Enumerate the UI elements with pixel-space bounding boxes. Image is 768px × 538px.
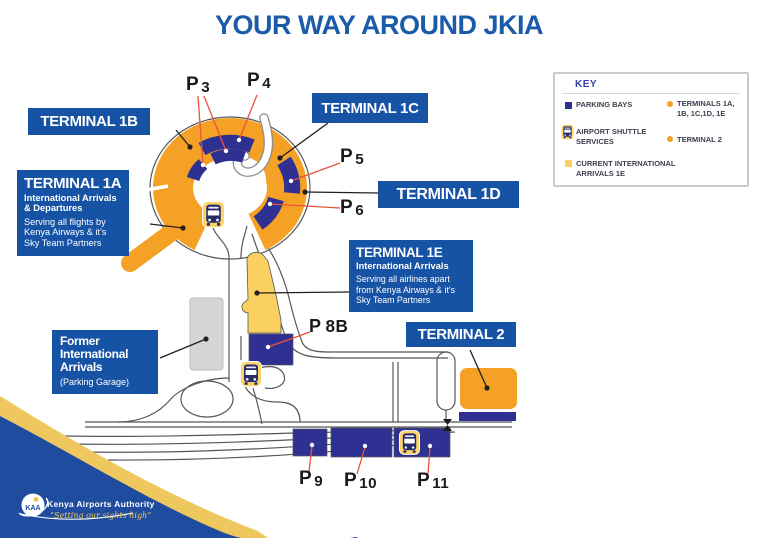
black-leader-dots — [180, 144, 490, 391]
black-leader-lines — [149, 122, 488, 389]
barrier-gate-icon — [443, 419, 452, 431]
parking-bays-swatch-icon — [565, 102, 572, 109]
parking-bay-p5-arc — [277, 156, 301, 194]
kaa-acronym: KAA — [25, 505, 40, 512]
terminals-dot-icon — [667, 101, 673, 107]
organization-name: Kenya Airports Authority — [47, 499, 155, 509]
terminal-1e-label: TERMINAL 1E International Arrivals Servi… — [349, 240, 473, 312]
parking-garage-building — [189, 297, 224, 371]
terminal-1c-label: TERMINAL 1C — [312, 93, 428, 123]
key-heading: KEY — [575, 79, 598, 90]
parking-lot-p10 — [330, 427, 393, 458]
terminal-2-dot-icon — [667, 136, 673, 142]
current-arrivals-swatch-icon — [565, 160, 572, 167]
parking-bay-p3b-arc — [210, 148, 246, 165]
key-item-terminals-1: TERMINALS 1A, 1B, 1C,1D, 1E — [677, 99, 735, 118]
terminal-1d-label: TERMINAL 1D — [378, 181, 519, 208]
shuttle-bus-icon — [399, 430, 420, 455]
key-item-current-international-arrivals: CURRENT INTERNATIONAL ARRIVALS 1E — [576, 159, 676, 178]
ring-spur — [121, 223, 181, 272]
page-title: YOUR WAY AROUND JKIA — [214, 10, 544, 40]
parking-bay-p4-arc — [198, 134, 255, 156]
shuttle-bus-icon — [240, 361, 262, 387]
kaa-logo: KAA — [18, 493, 134, 520]
parking-lot-p9 — [292, 428, 328, 457]
terminal-2-label: TERMINAL 2 — [406, 322, 516, 347]
key-item-parking-bays: PARKING BAYS — [576, 100, 633, 109]
parking-lot-p8b — [248, 333, 294, 366]
legend-key-box: KEY PARKING BAYS AIRPORT SHUTTLE SERVICE… — [553, 72, 749, 187]
terminal-2-parking — [459, 412, 516, 421]
organization-slogan: “Setting our sights high” — [50, 511, 152, 520]
shuttle-bus-icon — [561, 124, 574, 140]
parking-bay-p6-arc — [253, 196, 284, 230]
former-international-arrivals-label: Former International Arrivals (Parking G… — [52, 330, 158, 394]
terminal-1a-label: TERMINAL 1A International Arrivals & Dep… — [17, 170, 129, 256]
key-item-airport-shuttle: AIRPORT SHUTTLE SERVICES — [576, 127, 647, 146]
key-separator — [562, 93, 740, 94]
terminal-1b-label: TERMINAL 1B — [28, 108, 150, 135]
navy-swoosh — [0, 416, 358, 538]
key-item-terminal-2: TERMINAL 2 — [677, 135, 722, 144]
shuttle-bus-icon — [202, 201, 225, 228]
red-leader-lines — [197, 94, 431, 475]
white-leader-dots — [200, 137, 433, 449]
